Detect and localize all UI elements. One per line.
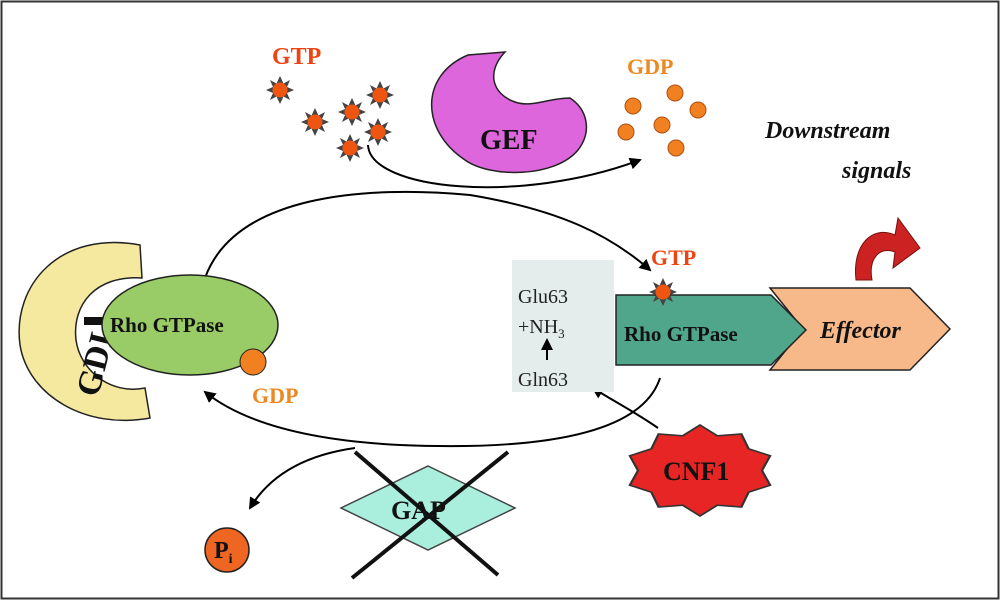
gap-cross-line-2 xyxy=(350,450,510,580)
rho-gtpase-inactive-label: Rho GTPase xyxy=(110,313,224,337)
downstream-label-line2: signals xyxy=(841,158,911,184)
effector-label: Effector xyxy=(819,318,902,344)
activation-arrow xyxy=(204,190,652,279)
glu63-label: Glu63 xyxy=(518,286,568,308)
gdi-shape xyxy=(18,241,151,422)
downstream-label-line1: Downstream xyxy=(764,118,890,144)
pi-icon xyxy=(204,527,250,573)
downstream-arrow xyxy=(854,216,921,281)
nh3-label: +NH3 xyxy=(518,316,565,341)
gtp-gdp-exchange-arrow xyxy=(367,144,642,189)
gef-label: GEF xyxy=(480,125,538,156)
gdp-pool-label: GDP xyxy=(627,54,673,79)
gln63-label: Gln63 xyxy=(518,369,568,391)
pi-release-arrow xyxy=(248,447,356,510)
gdi-connector xyxy=(84,317,104,325)
cnf1-label: CNF1 xyxy=(663,457,729,486)
rho-gtpase-inactive-shape xyxy=(101,274,279,376)
residue-box xyxy=(512,260,614,392)
gdp-pool-icon xyxy=(617,84,707,157)
gtp-bound-icon xyxy=(649,278,677,306)
rho-gtpase-active-label: Rho GTPase xyxy=(624,322,738,346)
gdp-bound-label: GDP xyxy=(252,383,298,408)
gtp-pool-label: GTP xyxy=(272,44,321,70)
gtp-bound-label: GTP xyxy=(651,245,696,270)
pi-label: Pi xyxy=(214,538,233,567)
gef-shape xyxy=(430,51,588,174)
gap-cross-line-1 xyxy=(353,450,500,577)
rho-gtpase-active-shape xyxy=(615,294,808,366)
cnf1-shape xyxy=(628,423,772,518)
gdp-bound-icon xyxy=(239,348,267,376)
inactivation-arrow xyxy=(203,377,661,448)
gap-shape xyxy=(339,465,517,551)
